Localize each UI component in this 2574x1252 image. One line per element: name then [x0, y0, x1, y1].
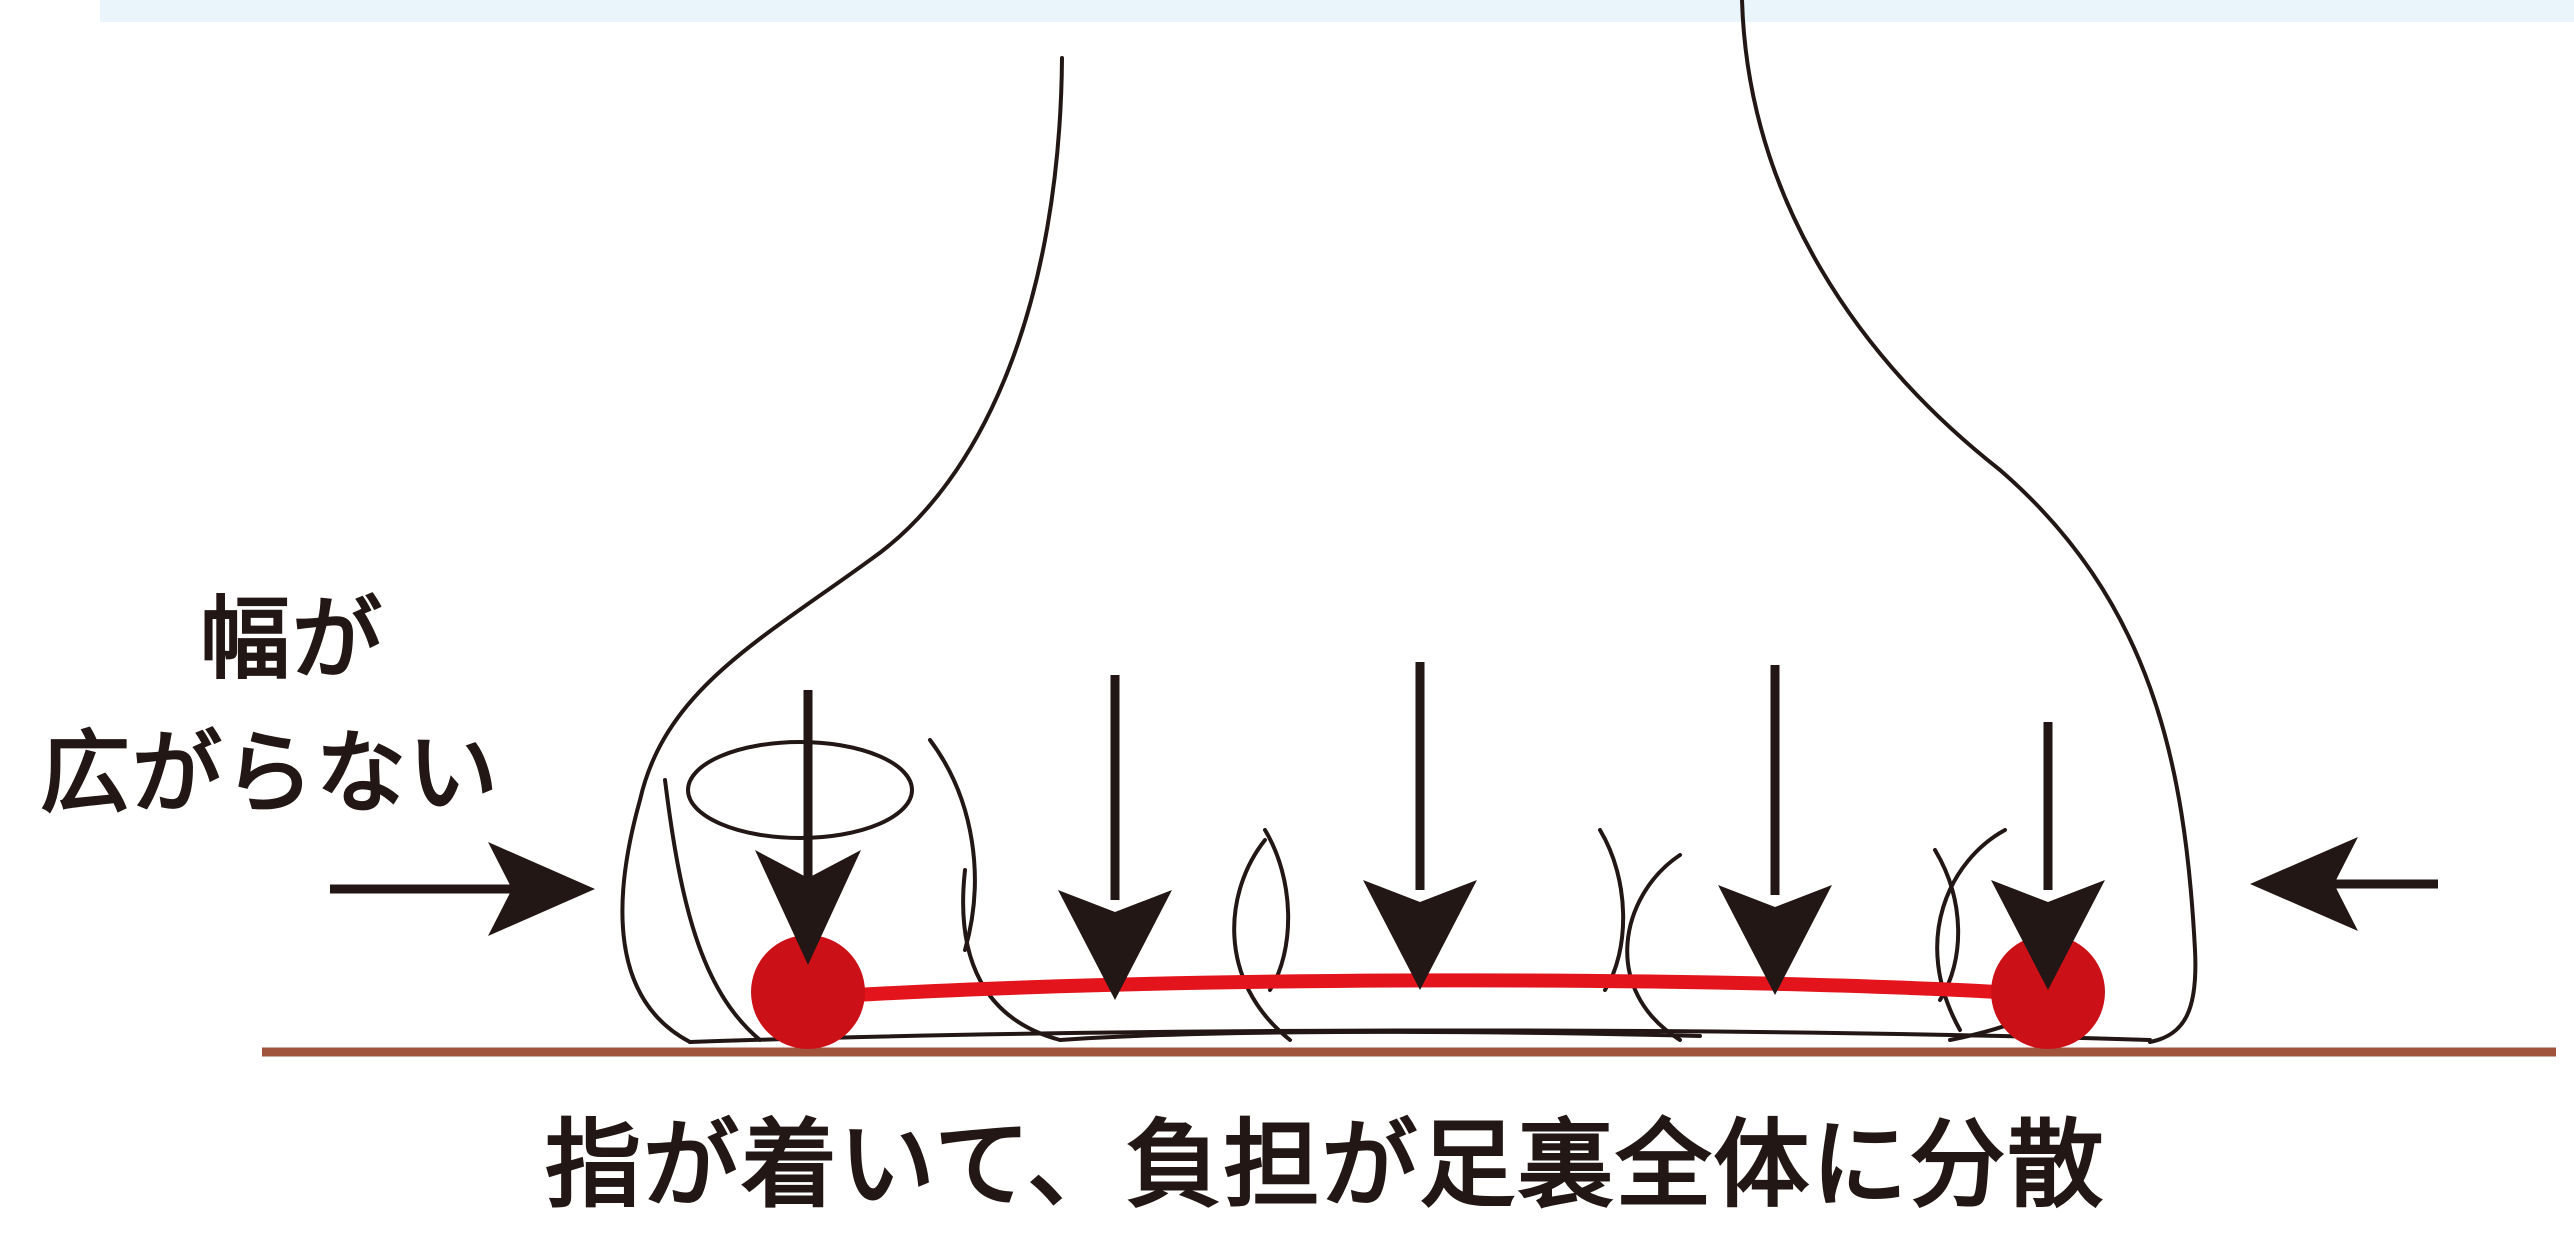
contact-point-little-toe — [1991, 935, 2105, 1049]
diagram-caption: 指が着いて、負担が足裏全体に分散 — [545, 1109, 2106, 1221]
load-arrow-5 — [1991, 722, 2105, 990]
contact-point-big-toe — [751, 935, 865, 1049]
side-arrow-left — [330, 842, 595, 936]
width-label-line1: 幅が — [200, 587, 384, 692]
top-band — [100, 0, 2574, 22]
load-arrow-1 — [755, 690, 861, 965]
toe-contours — [663, 738, 2092, 1042]
big-toe-nail — [686, 740, 914, 840]
side-arrow-right — [2250, 837, 2438, 931]
load-arrow-4 — [1718, 665, 1832, 995]
foot-outline-right — [1740, 0, 2198, 1044]
width-label-line2: 広がらない — [40, 721, 500, 826]
load-arrow-2 — [1058, 675, 1172, 1000]
arch-connection-line — [801, 973, 2055, 1005]
load-arrow-3 — [1363, 662, 1477, 990]
foot-outline-left — [620, 56, 1064, 1044]
